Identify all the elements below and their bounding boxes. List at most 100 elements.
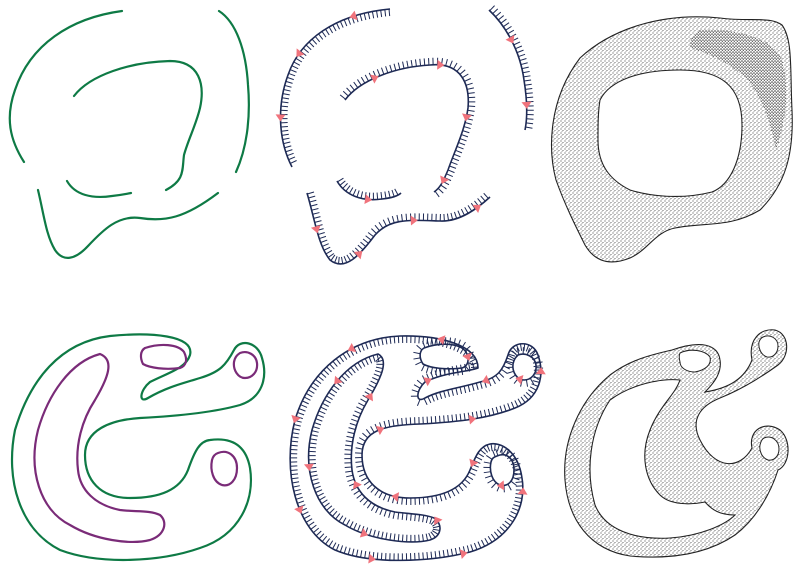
normal-tick — [428, 397, 431, 403]
normal-tick — [324, 247, 330, 250]
normal-tick — [362, 344, 365, 350]
normal-tick — [394, 336, 395, 343]
normal-tick — [365, 75, 368, 81]
normal-tick — [312, 39, 317, 44]
oriented-curve-outer-right — [489, 10, 527, 130]
normal-tick — [515, 400, 518, 406]
normal-tick — [312, 208, 319, 210]
normal-tick — [285, 85, 292, 87]
normal-tick — [462, 368, 463, 375]
normal-tick — [292, 478, 299, 479]
normal-tick — [459, 485, 463, 491]
normal-tick — [460, 387, 462, 394]
normal-tick — [358, 245, 363, 250]
normal-tick — [511, 481, 517, 485]
normal-tick — [316, 531, 321, 536]
normal-tick — [283, 142, 290, 144]
normal-tick — [294, 62, 300, 65]
normal-tick — [370, 341, 372, 348]
normal-tick — [426, 516, 428, 523]
normal-tick — [398, 534, 399, 541]
normal-tick — [480, 382, 482, 389]
normal-tick — [466, 83, 473, 85]
normal-tick — [322, 244, 328, 247]
normal-tick — [436, 495, 438, 502]
orientation-arrow — [536, 367, 546, 374]
orientation-arrow — [434, 517, 442, 526]
normal-tick — [464, 79, 470, 82]
normal-tick — [361, 77, 365, 83]
normal-tick — [309, 447, 316, 448]
normal-tick — [492, 378, 495, 384]
normal-tick — [361, 360, 364, 366]
normal-tick — [294, 425, 301, 427]
normal-tick — [383, 494, 386, 500]
normal-tick — [518, 399, 522, 405]
normal-tick — [358, 525, 361, 531]
normal-tick — [421, 365, 424, 371]
normal-tick — [502, 524, 507, 529]
normal-tick — [478, 453, 484, 457]
normal-tick — [476, 411, 477, 418]
normal-tick — [485, 476, 492, 478]
normal-tick — [343, 183, 348, 188]
normal-tick — [528, 390, 534, 394]
normal-tick — [480, 411, 481, 418]
normal-tick — [461, 209, 464, 215]
normal-tick — [308, 390, 314, 394]
normal-tick — [366, 343, 368, 350]
oriented-curve-inner-spiral — [309, 354, 440, 542]
normal-tick — [500, 527, 505, 532]
normal-tick — [435, 551, 436, 558]
normal-tick — [455, 488, 459, 494]
normal-ticks-top — [281, 6, 534, 264]
normal-tick — [378, 339, 380, 346]
curve-outer-bottom — [38, 190, 218, 258]
normal-tick — [281, 130, 288, 131]
normal-tick — [484, 410, 485, 417]
normal-tick — [457, 66, 462, 71]
normal-tick — [333, 361, 337, 366]
normal-tick — [315, 36, 319, 41]
curve-inner-top — [74, 61, 202, 190]
normal-tick — [413, 358, 420, 359]
normal-tick — [357, 494, 362, 498]
normal-tick — [449, 166, 456, 168]
normal-tick — [440, 392, 442, 399]
normal-tick — [390, 533, 391, 540]
normal-tick — [423, 341, 425, 348]
normal-tick — [448, 415, 449, 422]
normal-tick — [436, 393, 438, 400]
normal-tick — [516, 482, 523, 483]
normal-tick — [315, 221, 322, 223]
curve-inner-hole-c — [211, 452, 237, 485]
normal-tick — [377, 11, 378, 18]
normal-tick — [493, 9, 498, 14]
normal-tick — [414, 385, 420, 388]
normal-tick — [385, 10, 386, 17]
normal-tick — [289, 157, 295, 160]
normal-tick — [390, 337, 391, 344]
normal-tick — [452, 158, 459, 161]
normal-tick — [354, 365, 358, 371]
normal-tick — [339, 516, 343, 522]
oriented-curve-hole-b — [513, 354, 536, 380]
normal-tick — [484, 193, 489, 198]
normal-tick — [446, 174, 452, 177]
normal-tick — [441, 185, 447, 189]
orientation-arrow — [296, 48, 304, 57]
normal-tick — [372, 11, 373, 18]
normal-tick — [533, 381, 540, 383]
normal-tick — [318, 376, 323, 380]
normal-tick — [292, 437, 299, 438]
normal-tick — [392, 190, 394, 197]
normal-tick — [452, 490, 455, 496]
normal-tick — [488, 409, 490, 416]
normal-tick — [307, 192, 314, 194]
normal-tick — [376, 507, 379, 513]
normal-tick — [283, 138, 290, 139]
normal-tick — [423, 515, 424, 522]
normal-tick — [388, 495, 390, 502]
normal-tick — [329, 541, 333, 547]
normal-tick — [289, 73, 296, 75]
